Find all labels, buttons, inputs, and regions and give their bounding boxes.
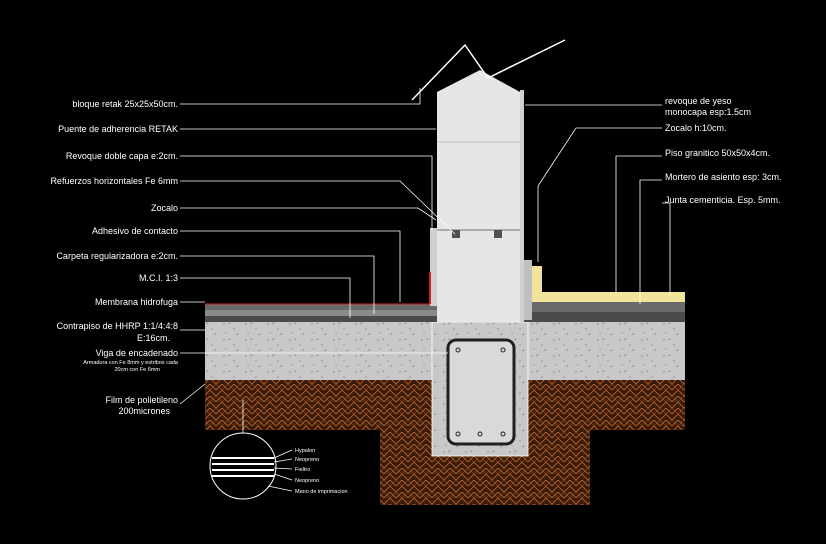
granite-floor [532,292,685,302]
carpet-layer [205,316,437,322]
label-mci: M.C.I. 1:3 [139,273,178,283]
membrane-layer [205,304,437,310]
label-imprimacion: Mano de imprimacion [295,489,348,495]
grade-beam [431,321,529,457]
membrane-detail [209,400,277,500]
label-revoque-doble: Revoque doble capa e:2cm. [66,151,178,161]
label-estribos: 20cm con Fe 6mm [114,367,160,373]
label-junta: Junta cementicia. Esp. 5mm. [665,195,781,205]
right-leaders [525,104,671,304]
setting-mortar [532,302,685,312]
label-adhesivo: Adhesivo de contacto [92,226,178,236]
label-bloque-retak: bloque retak 25x25x50cm. [72,99,178,109]
label-film: Film de polietileno [105,395,178,405]
label-puente-adherencia: Puente de adherencia RETAK [58,124,178,134]
retak-block-wall [429,70,532,322]
label-carpeta: Carpeta regularizadora e:2cm. [56,251,178,261]
label-mortero: Mortero de asiento esp: 3cm. [665,172,782,182]
label-neopreno-2: Neopreno [295,478,319,484]
left-leaders [179,88,456,405]
label-neopreno-1: Neopreno [295,457,319,463]
label-membrana: Membrana hidrofuga [95,297,178,307]
label-refuerzos: Refuerzos horizontales Fe 6mm [50,176,178,186]
label-monocapa: monocapa esp:1.5cm [665,107,751,117]
right-carpet [522,312,685,322]
label-zocalo-h: Zocalo h:10cm. [665,123,727,133]
label-hypalon: Hypalon [295,448,315,454]
detail-leaders [267,449,293,492]
right-baseboard [532,266,542,296]
label-contrapiso: Contrapiso de HHRP 1:1/4:4:8 [57,321,178,331]
label-contrapiso-thickness: E:16cm. [137,333,170,343]
label-film-thickness: 200micrones [118,406,170,416]
break-line [411,39,566,101]
label-fieltro: Fieltro [295,467,310,473]
label-revoque-yeso: revoque de yeso [665,96,732,106]
label-zocalo: Zocalo [151,203,178,213]
label-piso-granitico: Piso granitico 50x50x4cm. [665,148,770,158]
label-viga: Viga de encadenado [96,348,178,358]
label-armadura: Armadura con Fe 8mm y estribos cada [83,360,179,366]
mortar-layer [205,310,437,316]
